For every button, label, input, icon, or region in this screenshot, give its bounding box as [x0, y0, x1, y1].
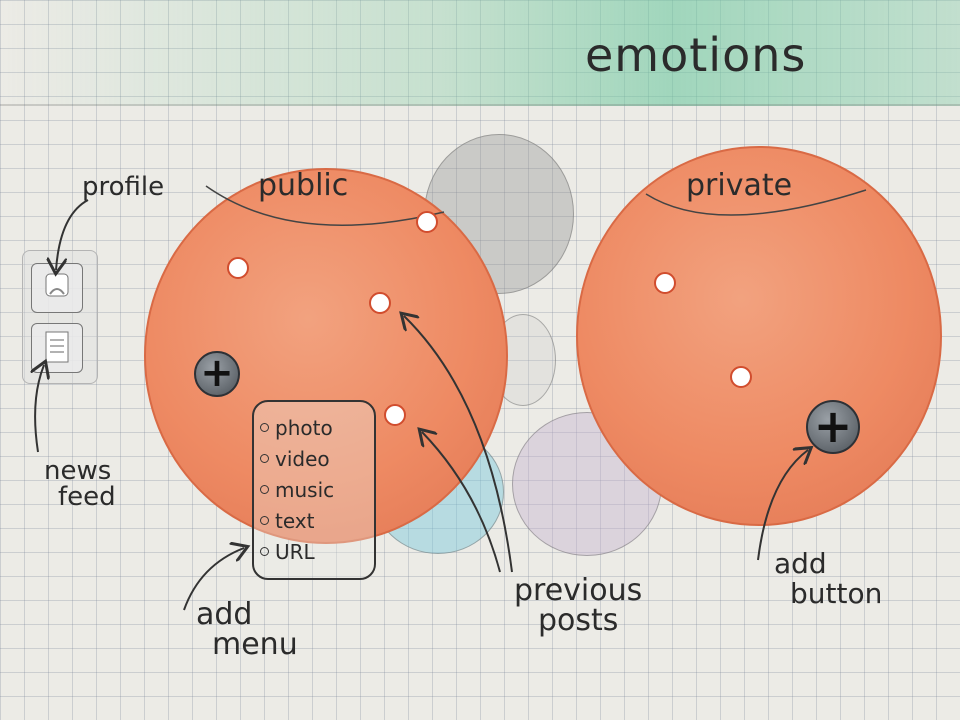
public-circle-tab [205, 185, 445, 226]
previous-posts-arrow-upper [404, 316, 513, 573]
previous-post[interactable] [654, 272, 676, 294]
add-menu-item-music[interactable]: music [260, 474, 374, 505]
bullet-icon [260, 423, 269, 432]
private-circle-tab [645, 189, 867, 216]
plus-icon: + [200, 350, 234, 396]
add-menu-item-photo[interactable]: photo [260, 412, 374, 443]
add-button-annotation-line2: button [790, 577, 883, 610]
private-add-button[interactable]: + [806, 400, 860, 454]
profile-annotation: profile [82, 172, 165, 202]
feed-annotation: feed [58, 482, 116, 512]
add-menu: photo video music text URL [252, 400, 376, 580]
public-circle-label[interactable]: public [258, 168, 349, 203]
add-menu-annotation-line1: add [196, 597, 253, 632]
add-menu-annotation-line2: menu [212, 627, 298, 662]
previous-posts-annotation-line2: posts [538, 603, 619, 638]
previous-post[interactable] [416, 211, 438, 233]
app-title: emotions [585, 28, 807, 82]
previous-post[interactable] [730, 366, 752, 388]
news-annotation: news [44, 456, 112, 486]
private-circle-label[interactable]: private [686, 168, 793, 203]
add-menu-item-text[interactable]: text [260, 505, 374, 536]
bullet-icon [260, 485, 269, 494]
public-add-button[interactable]: + [194, 351, 240, 397]
add-menu-item-video[interactable]: video [260, 443, 374, 474]
bullet-icon [260, 547, 269, 556]
previous-posts-annotation-line1: previous [514, 573, 643, 608]
previous-post[interactable] [227, 257, 249, 279]
bullet-icon [260, 516, 269, 525]
previous-post[interactable] [369, 292, 391, 314]
previous-posts-arrow-lower [422, 432, 501, 573]
private-circle[interactable] [576, 146, 942, 526]
previous-post[interactable] [384, 404, 406, 426]
add-menu-arrow [183, 548, 244, 611]
document-icon [45, 331, 69, 363]
plus-icon: + [813, 399, 853, 453]
add-button-annotation-line1: add [774, 547, 827, 580]
add-button-arrow [757, 450, 808, 561]
bullet-icon [260, 454, 269, 463]
profile-arrow [56, 199, 89, 270]
add-menu-item-url[interactable]: URL [260, 536, 374, 567]
app-header: emotions [0, 0, 960, 106]
news-feed-arrow [35, 365, 44, 453]
